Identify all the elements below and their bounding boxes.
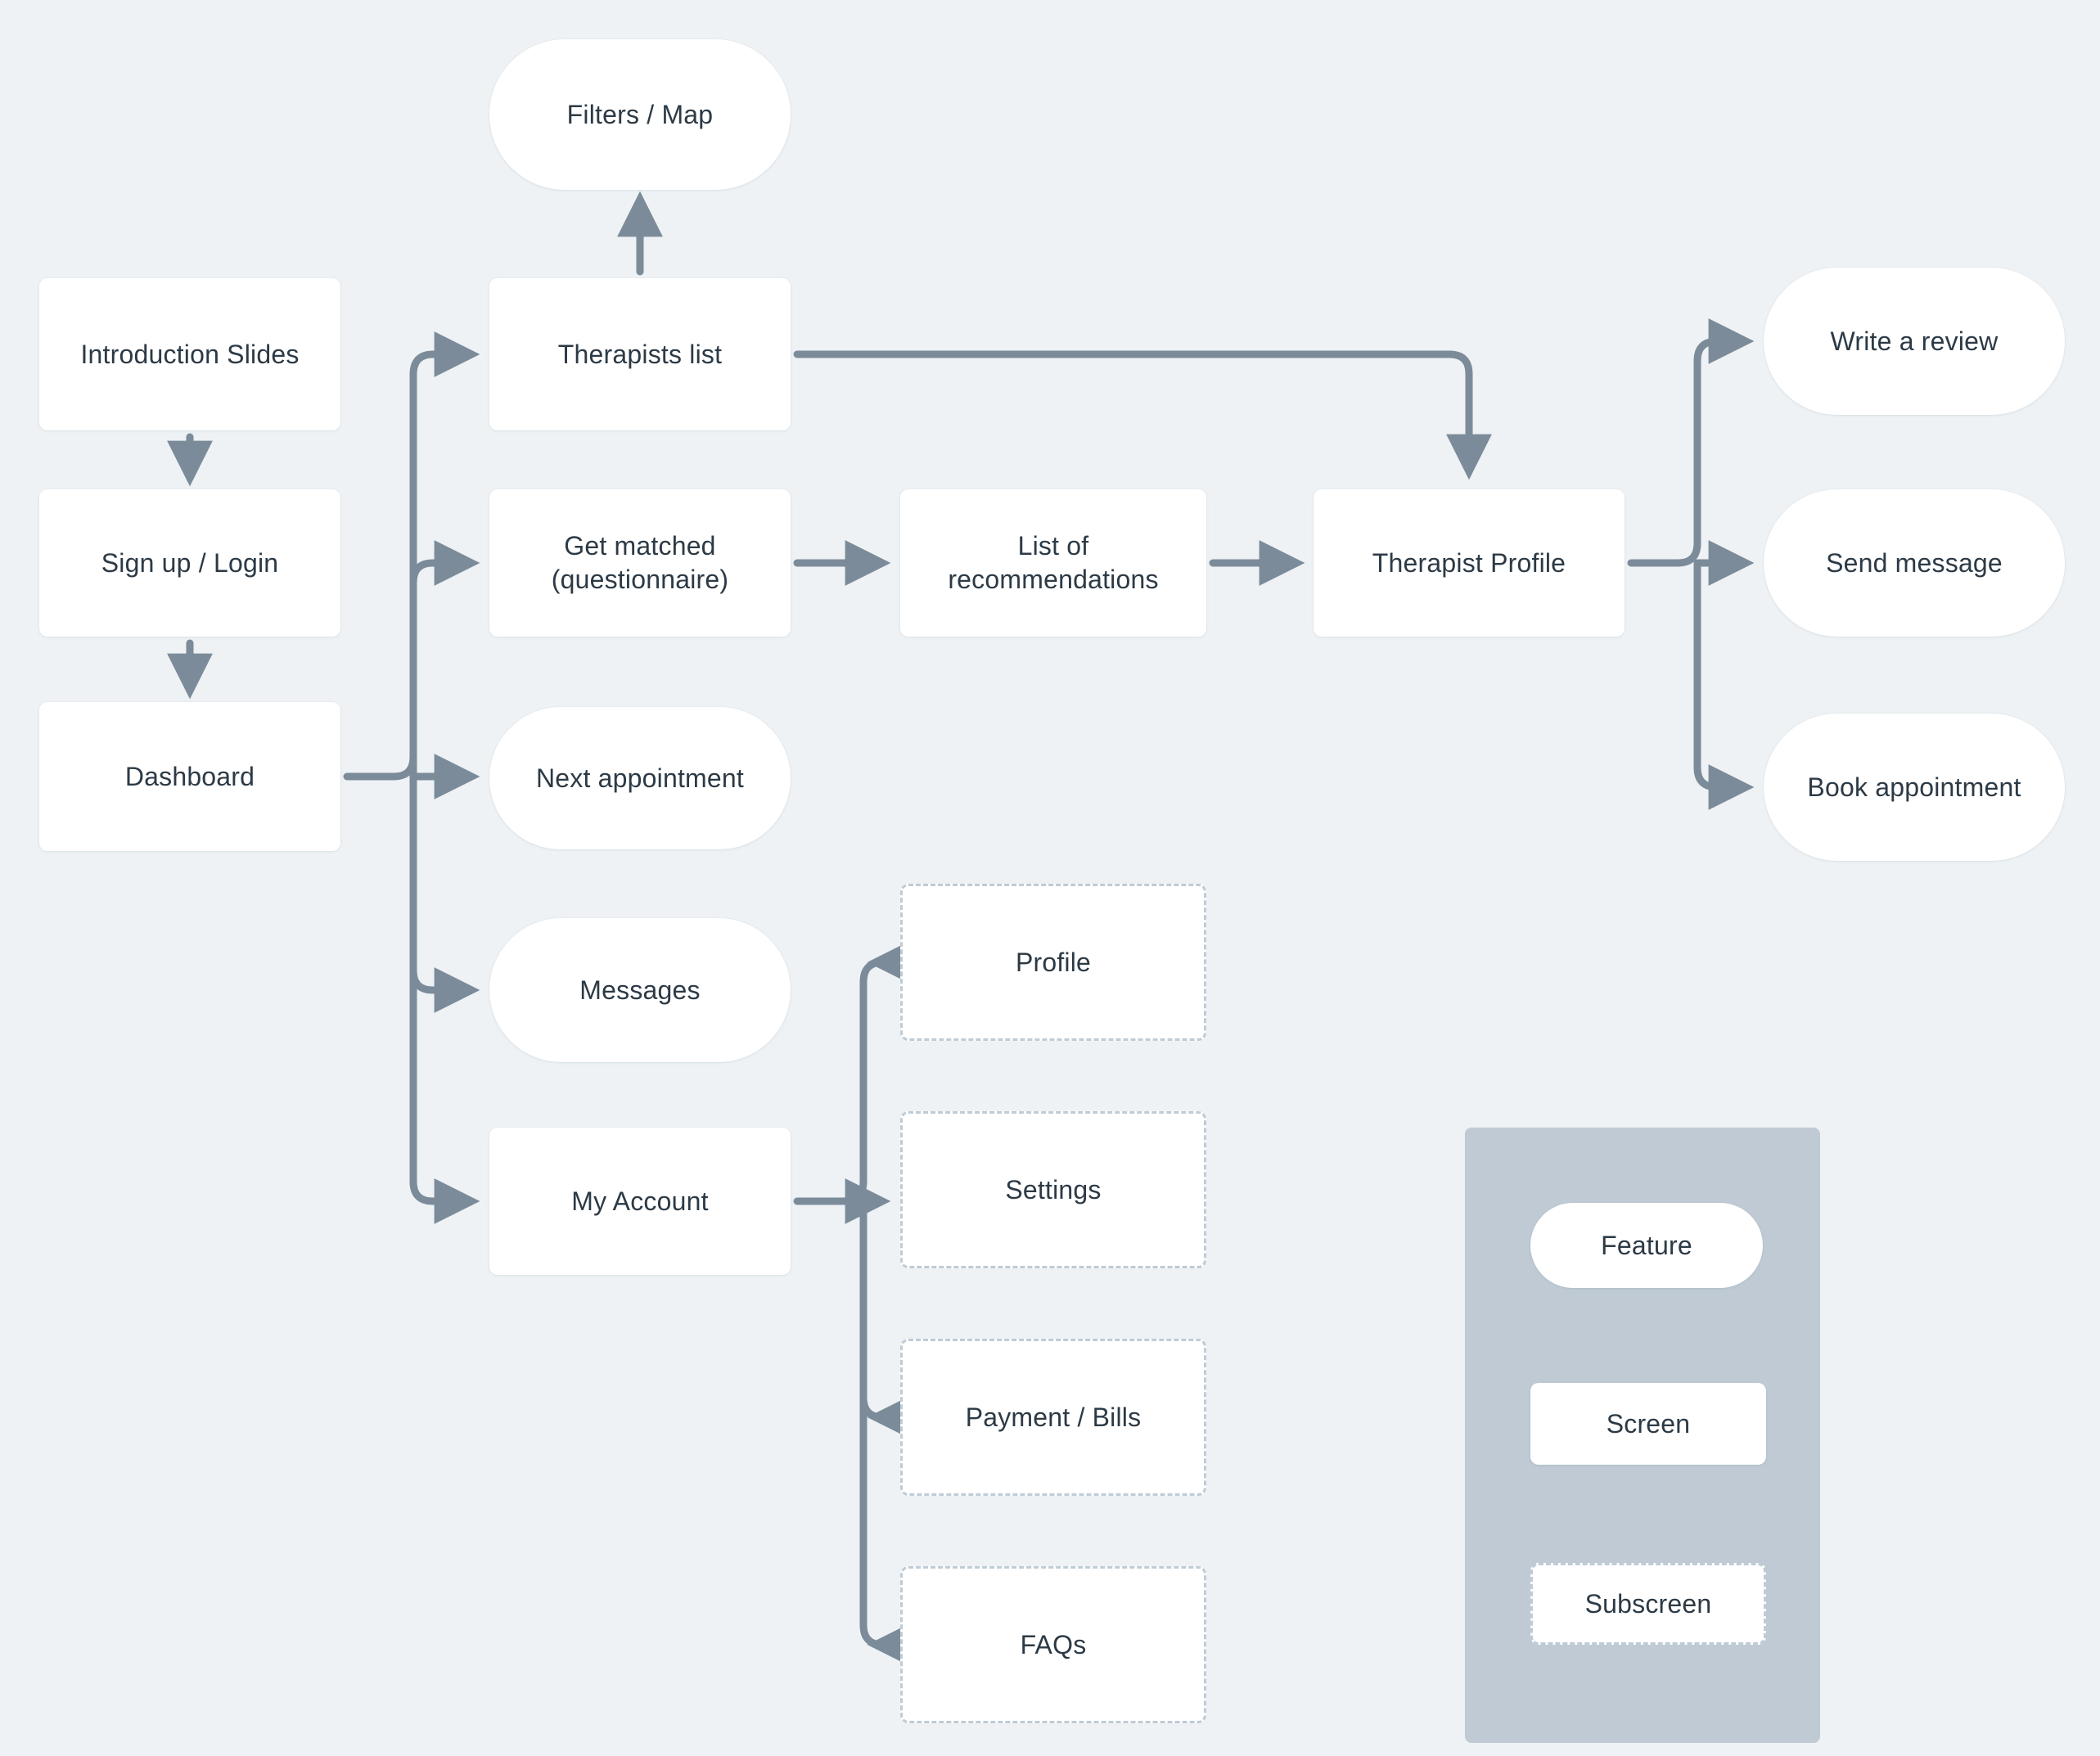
node-label: My Account [571, 1186, 709, 1216]
node-write-a-review[interactable]: Write a review [1764, 268, 2065, 415]
node-sign-up-login[interactable]: Sign up / Login [39, 489, 340, 637]
node-label: Feature [1601, 1230, 1692, 1260]
wire-dashboard-to-getmatched [409, 540, 480, 781]
node-label: Therapists list [557, 339, 723, 369]
node-dashboard[interactable]: Dashboard [39, 702, 340, 851]
wire-dashboard-to-myaccount [409, 772, 480, 1224]
wire-profile-to-writereview [1627, 318, 1755, 567]
node-introduction-slides[interactable]: Introduction Slides [39, 278, 340, 430]
node-payment-bills[interactable]: Payment / Bills [900, 1339, 1206, 1496]
node-profile[interactable]: Profile [900, 884, 1206, 1041]
node-label: Messages [579, 975, 701, 1005]
legend-item-screen[interactable]: Screen [1530, 1383, 1766, 1465]
node-label: Subscreen [1584, 1588, 1712, 1619]
node-next-appointment[interactable]: Next appointment [489, 707, 791, 849]
node-label: Screen [1606, 1408, 1691, 1439]
node-filters-map[interactable]: Filters / Map [489, 39, 791, 190]
node-send-message[interactable]: Send message [1764, 489, 2065, 637]
wire-therapists-to-profile [793, 350, 1492, 480]
wire-myaccount-to-faqs [859, 1197, 913, 1668]
node-therapist-profile[interactable]: Therapist Profile [1314, 489, 1625, 637]
node-label: Therapist Profile [1372, 547, 1566, 578]
node-label: Profile [1015, 947, 1092, 977]
node-label: Write a review [1830, 326, 1999, 356]
node-label: Next appointment [535, 763, 744, 793]
node-faqs[interactable]: FAQs [900, 1566, 1206, 1723]
node-get-matched[interactable]: Get matched(questionnaire) [489, 489, 791, 637]
node-label: Book appointment [1807, 772, 2021, 802]
wire-myaccount-to-payment [859, 1197, 913, 1440]
node-settings[interactable]: Settings [900, 1111, 1206, 1268]
legend-item-feature[interactable]: Feature [1530, 1203, 1763, 1288]
node-book-appointment[interactable]: Book appointment [1764, 714, 2065, 861]
legend-item-subscreen[interactable]: Subscreen [1530, 1563, 1766, 1645]
wire-dashboard-to-therapists [343, 331, 480, 781]
node-messages[interactable]: Messages [489, 918, 791, 1062]
node-therapists-list[interactable]: Therapists list [489, 278, 791, 430]
node-label: Sign up / Login [101, 547, 279, 578]
node-my-account[interactable]: My Account [489, 1128, 791, 1275]
wire-dashboard-to-messages [409, 772, 480, 1013]
wire-myaccount-to-profile [793, 939, 913, 1205]
node-label: Get matched(questionnaire) [551, 531, 729, 594]
node-label: FAQs [1020, 1629, 1087, 1659]
node-label: Send message [1826, 547, 2003, 578]
node-label: Dashboard [124, 761, 255, 791]
node-label: Introduction Slides [80, 339, 300, 369]
node-label: Payment / Bills [965, 1402, 1142, 1432]
wire-profile-to-bookappointment [1693, 559, 1755, 810]
node-label: Filters / Map [566, 99, 714, 129]
node-label: Settings [1005, 1174, 1102, 1204]
